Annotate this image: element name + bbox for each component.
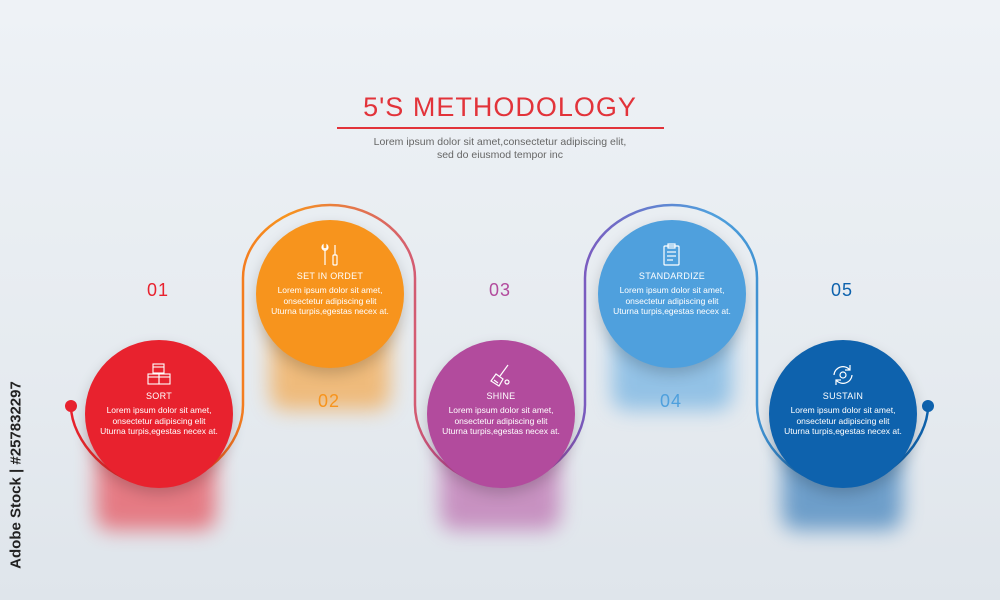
step-4-label: STANDARDIZE (638, 271, 706, 281)
step-3-number: 03 (489, 280, 512, 300)
clipboard-icon (663, 243, 680, 266)
stock-watermark-id: Adobe Stock | #257832297 (6, 352, 26, 597)
step-3-label: SHINE (486, 391, 516, 401)
step-1-circle: SORT Lorem ipsum dolor sit amet, onsecte… (85, 340, 233, 488)
subtitle-line-2: sed do eiusmod tempor inc (436, 149, 564, 161)
broom-icon (490, 364, 510, 387)
cycle-icon (833, 365, 853, 385)
step-2-text: Lorem ipsum dolor sit amet, onsectetur a… (271, 285, 389, 316)
boxes-icon (147, 363, 171, 385)
step-3-circle: SHINE Lorem ipsum dolor sit amet, onsect… (427, 340, 575, 488)
connector-end-dot (922, 400, 934, 412)
connector-start-dot (65, 400, 77, 412)
step-1-number: 01 (147, 280, 170, 300)
step-5-number: 05 (831, 280, 854, 300)
step-5-circle: SUSTAIN Lorem ipsum dolor sit amet, onse… (769, 340, 917, 488)
step-1-text: Lorem ipsum dolor sit amet, onsectetur a… (100, 405, 218, 436)
step-1-label: SORT (145, 391, 173, 401)
subtitle-line-1: Lorem ipsum dolor sit amet,consectetur a… (373, 136, 627, 148)
step-5-text: Lorem ipsum dolor sit amet, onsectetur a… (784, 405, 902, 436)
stock-id-text: Adobe Stock | #257832297 (7, 380, 25, 569)
step-4-circle: STANDARDIZE Lorem ipsum dolor sit amet, … (598, 220, 746, 368)
title-underline (337, 127, 664, 129)
step-2-circle: SET IN ORDET Lorem ipsum dolor sit amet,… (256, 220, 404, 368)
step-4-text: Lorem ipsum dolor sit amet, onsectetur a… (613, 285, 731, 316)
step-4-number: 04 (660, 391, 683, 411)
step-3-text: Lorem ipsum dolor sit amet, onsectetur a… (442, 405, 560, 436)
tools-icon (321, 243, 338, 266)
step-2-number: 02 (318, 391, 341, 411)
step-5-label: SUSTAIN (822, 391, 864, 401)
step-2-label: SET IN ORDET (296, 271, 364, 281)
page-title: 5'S METHODOLOGY (363, 92, 637, 122)
